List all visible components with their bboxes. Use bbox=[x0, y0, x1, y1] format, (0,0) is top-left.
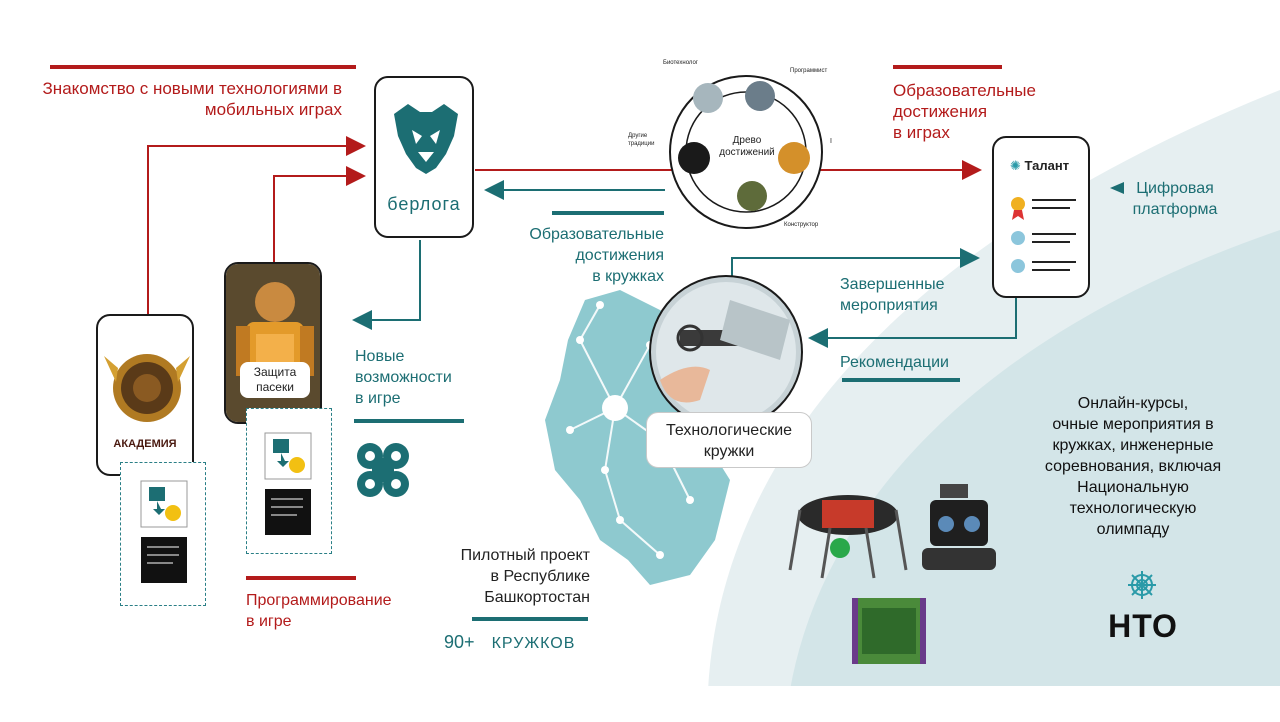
mobile-games-heading: Знакомство с новыми технологиями в мобил… bbox=[40, 78, 342, 120]
online-courses-text: Онлайн-курсы, очные мероприятия в кружка… bbox=[1018, 393, 1248, 540]
tech-circles-line2: кружки bbox=[703, 443, 755, 460]
tree-label-programmer: Программист bbox=[790, 68, 828, 74]
game-achievements-line1: Образовательные bbox=[893, 81, 1036, 100]
new-opportunities-line2: возможности bbox=[355, 369, 452, 386]
new-opportunities-line3: в игре bbox=[355, 390, 401, 407]
online-line2: очные мероприятия в bbox=[1052, 416, 1214, 433]
completed-events-line2: мероприятия bbox=[840, 297, 938, 314]
nto-logo-text: НТО bbox=[1108, 608, 1178, 644]
pilot-count-number: 90+ bbox=[444, 632, 475, 652]
apiary-game-card[interactable]: Защита пасеки bbox=[224, 262, 322, 424]
online-line3: кружках, инженерные bbox=[1052, 437, 1214, 454]
completed-events-line1: Завершенные bbox=[840, 276, 945, 293]
berloga-logo-text: берлога bbox=[387, 194, 461, 214]
pilot-project-label: Пилотный проект в Республике Башкортоста… bbox=[420, 545, 590, 608]
digital-platform-line1: Цифровая bbox=[1136, 180, 1214, 197]
apiary-line2: пасеки bbox=[256, 380, 294, 394]
academy-code-box bbox=[120, 462, 206, 606]
programming-line2: в игре bbox=[246, 613, 292, 630]
online-line1: Онлайн-курсы, bbox=[1077, 395, 1189, 412]
circle-achievements-line3: в кружках bbox=[592, 268, 664, 285]
pilot-count-label: КРУЖКОВ bbox=[491, 635, 576, 652]
tree-label-biotech: Биотехнолог bbox=[663, 60, 698, 66]
digital-platform-label: Цифровая платформа bbox=[1120, 178, 1230, 220]
bear-logo-icon bbox=[394, 104, 458, 174]
apiary-label: Защита пасеки bbox=[240, 362, 310, 398]
wheeled-robot-image bbox=[922, 484, 996, 570]
talent-icon: ✺ bbox=[1010, 158, 1021, 173]
circle-achievements-line2: достижения bbox=[575, 247, 664, 264]
completed-events-label: Завершенные мероприятия bbox=[840, 274, 980, 316]
recommendations-label: Рекомендации bbox=[840, 354, 949, 371]
online-line4: соревнования, включая bbox=[1044, 458, 1222, 475]
new-opportunities-label: Новые возможности в игре bbox=[355, 346, 475, 409]
digital-platform-line2: платформа bbox=[1132, 201, 1218, 218]
academy-card[interactable]: АКАДЕМИЯ bbox=[96, 314, 194, 476]
tech-circles-card[interactable]: Технологические кружки bbox=[646, 412, 812, 468]
tree-label-traditions: Другие традиции bbox=[628, 133, 655, 147]
talent-title-text: Талант bbox=[1024, 158, 1070, 173]
talent-items bbox=[1011, 197, 1076, 273]
tree-center-label: Древо достижений bbox=[716, 135, 778, 159]
programming-line1: Программирование bbox=[246, 592, 392, 609]
circle-achievements-label: Образовательные достижения в кружках bbox=[506, 224, 664, 287]
programming-label: Программирование в игре bbox=[246, 590, 426, 632]
tree-center-line1: Древо bbox=[732, 135, 762, 146]
mobile-games-heading-text: Знакомство с новыми технологиями в мобил… bbox=[42, 79, 342, 119]
berloga-card[interactable]: берлога bbox=[374, 76, 474, 238]
game-achievements-line2: достижения bbox=[893, 102, 988, 121]
talent-title: ✺ Талант bbox=[1010, 158, 1069, 174]
game-achievements-line3: в играх bbox=[893, 123, 950, 142]
apiary-code-box bbox=[246, 408, 332, 554]
pilot-line3: Башкортостан bbox=[484, 589, 590, 606]
online-line7: олимпаду bbox=[1096, 521, 1170, 538]
hexapod-robot-image bbox=[788, 495, 908, 579]
tech-circles-line1: Технологические bbox=[665, 422, 793, 439]
talent-card[interactable]: ✺ Талант bbox=[992, 136, 1090, 298]
tree-label-constructor: Конструктор bbox=[784, 222, 819, 228]
online-line6: технологическую bbox=[1069, 500, 1197, 517]
new-opportunities-line1: Новые bbox=[355, 348, 405, 365]
pilot-line1: Пилотный проект bbox=[460, 547, 590, 564]
circle-achievements-line1: Образовательные bbox=[529, 226, 664, 243]
academy-logo-icon bbox=[104, 354, 190, 422]
online-line5: Национальную bbox=[1077, 479, 1189, 496]
code-block-icon bbox=[264, 432, 312, 535]
tree-label-extra: І bbox=[830, 138, 832, 145]
game-achievements-heading: Образовательные достижения в играх bbox=[893, 80, 1073, 143]
circuit-board-image bbox=[852, 598, 926, 664]
academy-code-block-icon bbox=[140, 480, 188, 583]
apiary-line1: Защита bbox=[253, 365, 297, 379]
tree-center-line2: достижений bbox=[719, 147, 775, 158]
pilot-line2: в Республике bbox=[490, 568, 590, 585]
pilot-count: 90+ КРУЖКОВ bbox=[444, 632, 575, 653]
academy-label: АКАДЕМИЯ bbox=[113, 438, 177, 450]
